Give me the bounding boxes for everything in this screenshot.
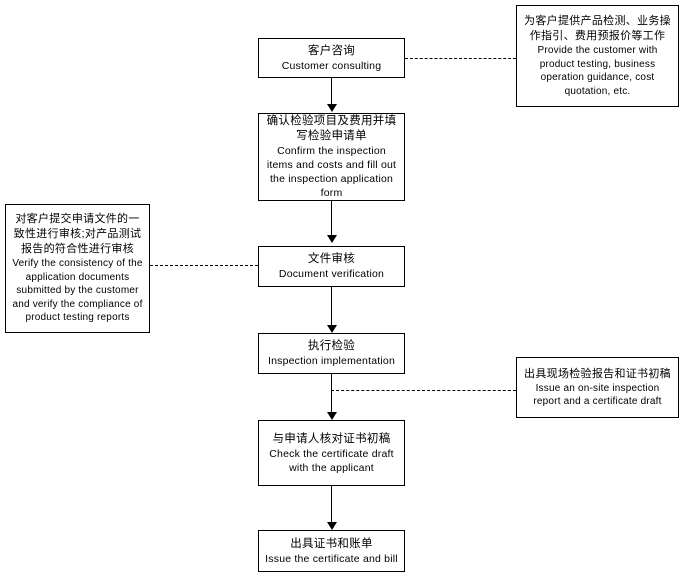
node-check-certificate-draft-en: Check the certificate draft with the app… — [269, 447, 394, 474]
node-document-verification[interactable]: 文件审核 Document verification — [258, 246, 405, 287]
node-inspection-implementation[interactable]: 执行检验 Inspection implementation — [258, 333, 405, 374]
node-check-certificate-draft[interactable]: 与申请人核对证书初稿 Check the certificate draft w… — [258, 420, 405, 486]
arrowhead-inspection-to-check — [327, 412, 337, 420]
node-document-verification-cn: 文件审核 — [307, 253, 356, 265]
arrowhead-consulting-to-confirm — [327, 104, 337, 112]
node-customer-consulting-cn: 客户咨询 — [307, 44, 356, 57]
connector-inspection-to-check — [331, 374, 332, 414]
dashed-connector-consulting-note — [405, 58, 516, 59]
connector-confirm-to-document — [331, 201, 332, 237]
node-inspection-implementation-en: Inspection implementation — [268, 355, 395, 367]
node-issue-certificate-and-bill-cn: 出具证书和账单 — [290, 537, 373, 550]
connector-check-to-issue — [331, 486, 332, 524]
dashed-connector-document-note — [150, 265, 258, 266]
node-document-verification-en: Document verification — [278, 268, 385, 280]
arrowhead-check-to-issue — [327, 522, 337, 530]
note-document-review-cn: 对客户提交申请文件的一 致性进行审核;对产品测试 报告的符合性进行审核 — [13, 213, 142, 256]
connector-consulting-to-confirm — [331, 78, 332, 106]
node-issue-certificate-and-bill-en: Issue the certificate and bill — [265, 552, 398, 565]
connector-document-to-inspection — [331, 287, 332, 327]
node-confirm-inspection-items[interactable]: 确认检验项目及费用并填 写检验申请单 Confirm the inspectio… — [258, 113, 405, 201]
note-document-review[interactable]: 对客户提交申请文件的一 致性进行审核;对产品测试 报告的符合性进行审核 Veri… — [5, 204, 150, 333]
note-onsite-report[interactable]: 出具现场检验报告和证书初稿 Issue an on-site inspectio… — [516, 357, 679, 418]
note-consulting-service-en: Provide the customer with product testin… — [537, 45, 658, 97]
node-inspection-implementation-cn: 执行检验 — [307, 340, 356, 352]
note-onsite-report-cn: 出具现场检验报告和证书初稿 — [524, 367, 671, 380]
arrowhead-document-to-inspection — [327, 325, 337, 333]
node-customer-consulting-en: Customer consulting — [281, 59, 382, 72]
node-check-certificate-draft-cn: 与申请人核对证书初稿 — [272, 432, 391, 445]
note-document-review-en: Verify the consistency of the applicatio… — [12, 258, 143, 324]
note-consulting-service[interactable]: 为客户提供产品检测、业务操 作指引、费用预报价等工作 Provide the c… — [516, 5, 679, 107]
node-issue-certificate-and-bill[interactable]: 出具证书和账单 Issue the certificate and bill — [258, 530, 405, 572]
note-onsite-report-en: Issue an on-site inspection report and a… — [533, 382, 662, 408]
note-consulting-service-cn: 为客户提供产品检测、业务操 作指引、费用预报价等工作 — [524, 15, 671, 42]
arrowhead-confirm-to-document — [327, 235, 337, 243]
node-confirm-inspection-items-cn: 确认检验项目及费用并填 写检验申请单 — [266, 115, 397, 142]
dashed-connector-onsite-note — [331, 390, 516, 391]
node-customer-consulting[interactable]: 客户咨询 Customer consulting — [258, 38, 405, 78]
node-confirm-inspection-items-en: Confirm the inspection items and costs a… — [266, 145, 397, 199]
